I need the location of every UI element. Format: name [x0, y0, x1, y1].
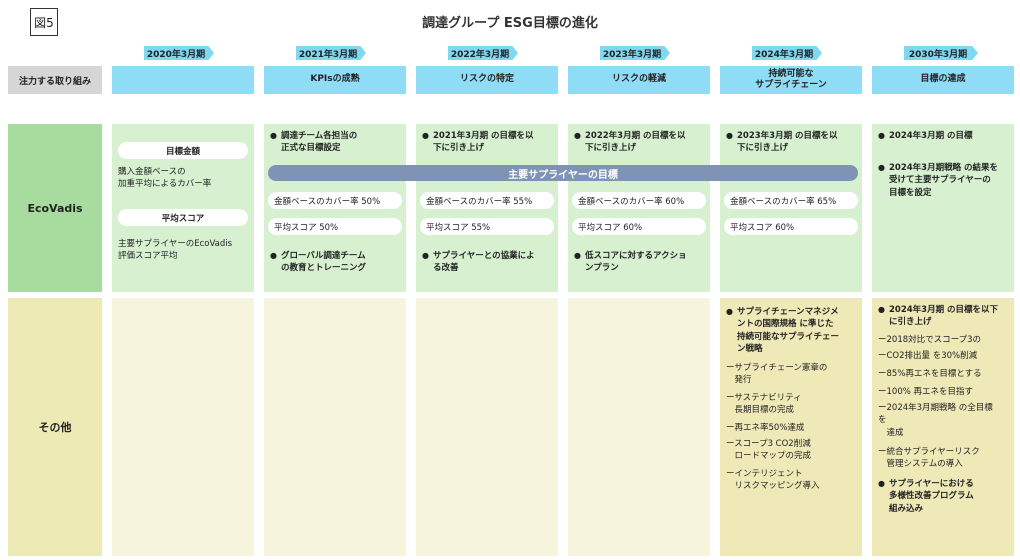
eco-2023-bullet-2: 低スコアに対するアクショ ンプラン [574, 250, 708, 275]
other-2024-item-5: ーインテリジェント リスクマッピング導入 [726, 469, 820, 492]
eco-2024-score-pill: 平均スコア 60% [724, 218, 858, 235]
eco-2022-score-pill: 平均スコア 55% [420, 218, 554, 235]
target-amount-pill: 目標金額 [118, 142, 248, 159]
focus-row-label: 注力する取り組み [8, 66, 102, 94]
other-2024-item-2: ーサステナビリティ 長期目標の完成 [726, 393, 802, 416]
focus-2023: リスクの軽減 [568, 66, 710, 94]
eco-2030-bullet-2: 2024年3月期戦略 の結果を 受けて主要サプライヤーの 目標を設定 [878, 162, 1012, 199]
row-label-ecovadis: EcoVadis [8, 124, 102, 292]
other-2024-bullet-1: サプライチェーンマネジメ ントの国際規格 に準じた 持続可能なサプライチェー ン… [726, 306, 858, 355]
focus-2030: 目標の達成 [872, 66, 1014, 94]
period-2023: 2023年3月期 [600, 46, 670, 60]
period-2030: 2030年3月期 [904, 46, 978, 60]
eco-2023-bullet-1: 2022年3月期 の目標を以 下に引き上げ [574, 130, 708, 155]
other-cell-2021 [264, 298, 406, 556]
row-label-other: その他 [8, 298, 102, 556]
other-2030-bullet-2: サプライヤーにおける 多様性改善プログラム 組み込み [878, 478, 1012, 515]
eco-2022-coverage-pill: 金額ベースのカバー率 55% [420, 192, 554, 209]
other-2024-item-1: ーサプライチェーン憲章の 発行 [726, 363, 828, 386]
eco-2022-bullet-1: 2021年3月期 の目標を以 下に引き上げ [422, 130, 556, 155]
eco-2021-bullet-1: 調達チーム各担当の 正式な目標設定 [270, 130, 404, 155]
eco-2021-bullet-2: グローバル調達チーム の教育とトレーニング [270, 250, 404, 275]
focus-2022: リスクの特定 [416, 66, 558, 94]
eco-2021-score-pill: 平均スコア 50% [268, 218, 402, 235]
other-2030-item-3: ー85%再エネを目標とする [878, 369, 982, 379]
other-2030-item-1: ー2018対比でスコープ3の [878, 335, 982, 345]
eco-2024-coverage-pill: 金額ベースのカバー率 65% [724, 192, 858, 209]
other-cell-2020 [112, 298, 254, 556]
other-2030-item-4: ー100% 再エネを目指す [878, 387, 974, 397]
period-2021: 2021年3月期 [296, 46, 366, 60]
figure-label: 図5 [30, 8, 58, 36]
period-2022: 2022年3月期 [448, 46, 518, 60]
eco-cell-2030 [872, 124, 1014, 292]
target-amount-desc: 購入金額ベースの 加重平均によるカバー率 [118, 167, 212, 190]
other-2024-item-3: ー再エネ率50%達成 [726, 423, 805, 433]
other-2030-item-5: ー2024年3月期戦略 の全目標 を 達成 [878, 403, 993, 438]
eco-2024-bullet-1: 2023年3月期 の目標を以 下に引き上げ [726, 130, 860, 155]
eco-2021-coverage-pill: 金額ベースのカバー率 50% [268, 192, 402, 209]
focus-2020 [112, 66, 254, 94]
eco-2022-bullet-2: サプライヤーとの協業によ る改善 [422, 250, 556, 275]
other-2030-bullet-1: 2024年3月期 の目標を以下 に引き上げ [878, 304, 1012, 329]
focus-2021: KPIsの成熟 [264, 66, 406, 94]
other-2024-item-4: ースコープ3 CO2削減 ロードマップの完成 [726, 439, 812, 462]
diagram-title: 調達グループ ESG目標の進化 [422, 16, 598, 31]
average-score-desc: 主要サプライヤーのEcoVadis 評価スコア平均 [118, 239, 233, 262]
key-supplier-target-banner: 主要サプライヤーの目標 [268, 165, 858, 181]
period-2024: 2024年3月期 [752, 46, 822, 60]
other-2030-item-2: ーCO2排出量 を30%削減 [878, 351, 978, 361]
period-2020: 2020年3月期 [144, 46, 214, 60]
other-2030-item-6: ー統合サプライヤーリスク 管理システムの導入 [878, 447, 980, 470]
average-score-pill: 平均スコア [118, 209, 248, 226]
eco-2023-score-pill: 平均スコア 60% [572, 218, 706, 235]
eco-2030-bullet-1: 2024年3月期 の目標 [878, 130, 1012, 142]
other-cell-2023 [568, 298, 710, 556]
eco-2023-coverage-pill: 金額ベースのカバー率 60% [572, 192, 706, 209]
focus-2024: 持続可能な サプライチェーン [720, 66, 862, 94]
other-cell-2022 [416, 298, 558, 556]
